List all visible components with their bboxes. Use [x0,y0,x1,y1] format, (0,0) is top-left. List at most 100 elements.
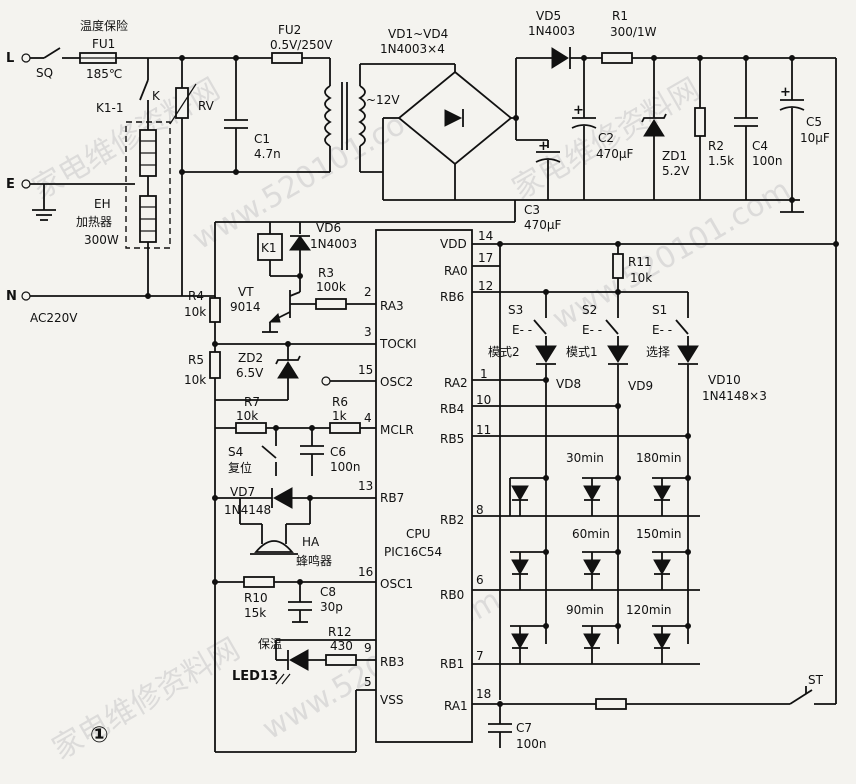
vd8-label: VD8 [556,377,581,391]
diode-vd8 [535,345,557,363]
pin-name: RA2 [444,376,468,390]
vt-label: VT [238,285,254,299]
sensor-st: ST C7 100n [472,673,837,751]
r1-value: 300/1W [610,25,657,39]
pin-name: RA0 [444,264,468,278]
c6-label: C6 [330,445,346,459]
pin-name: RB6 [440,290,464,304]
pin-num: 13 [358,479,373,493]
vd7-label: VD7 [230,485,255,499]
led-row1 [509,475,691,516]
resistor-r10 [243,576,275,588]
c8-label: C8 [320,585,336,599]
pin-num: 1 [480,367,488,381]
resistor-r11 [612,253,624,279]
pin-name: RB1 [440,657,464,671]
fuse-fu2 [271,52,303,64]
s1-label: S1 [652,303,667,317]
eh-label: EH [94,197,111,211]
pin-num: 11 [476,423,491,437]
pin-num: 6 [476,573,484,587]
c1-value: 4.7n [254,147,281,161]
cpu-body [375,229,473,743]
c4-value: 100n [752,154,783,168]
pin-num: 9 [364,641,372,655]
r11-value: 10k [630,271,652,285]
switch-sq [43,47,61,59]
led-row2 [510,549,691,590]
r6-label: R6 [332,395,348,409]
cpu-chip: CPU PIC16C54 RA3 2 TOCKI 3 OSC2 15 MCLR … [358,229,493,743]
c2-value: 470μF [596,147,634,161]
watermark: 家电维修资料网 [47,632,246,767]
c7-value: 100n [516,737,547,751]
pin-num: 18 [476,687,491,701]
c5-value: 10μF [800,131,830,145]
vd1-4-value: 1N4003×4 [380,42,445,56]
svg-text:E- -: E- - [512,323,532,337]
indicator-led-150min [653,559,671,576]
temp-switch-st [789,689,813,705]
resistor-r2 [694,107,706,137]
vd10-value: 1N4148×3 [702,389,767,403]
vd6-label: VD6 [316,221,341,235]
zd1-label: ZD1 [662,149,687,163]
left-pins: RA3 2 TOCKI 3 OSC2 15 MCLR 4 RB7 13 OSC1… [358,285,417,707]
pin-num: 10 [476,393,491,407]
varistor-rv [175,87,189,119]
diode-vd6 [289,235,311,251]
vd1-4-label: VD1~VD4 [388,27,448,41]
r7-label: R7 [244,395,260,409]
diode-vd10 [677,345,699,363]
r10-label: R10 [244,591,268,605]
pin-num: 5 [364,675,372,689]
pin-name: RB5 [440,432,464,446]
s2-label: S2 [582,303,597,317]
buzzer-label: 蜂鸣器 [296,553,332,568]
terminal-L [21,53,31,63]
vd7-value: 1N4148 [224,503,271,517]
terminal-E-label: E [6,177,15,192]
r10-value: 15k [244,606,266,620]
heater-label: 加热器 [76,215,112,229]
r3-label: R3 [318,266,334,280]
pin-num: 4 [364,411,372,425]
mains-input: L SQ 温度保险 FU1 185℃ E N AC220V [6,18,272,325]
diode-vd7 [272,487,293,509]
led13-label: LED13 [232,669,278,684]
pin-num: 12 [478,279,493,293]
relay-driver: K1 VD6 1N4003 VT 9014 R3 100k R4 10k [184,200,516,401]
led-label: 30min [566,451,604,465]
c4-label: C4 [752,139,768,153]
resistor-r4 [209,297,221,323]
bridge-diode-symbol [444,109,463,127]
key-s1[interactable] [675,319,689,335]
indicator-led [511,633,529,650]
mode1-label: 模式1 [566,345,598,359]
diode-vd9 [607,345,629,363]
pin-name: RB0 [440,588,464,602]
resistor-r7 [235,422,267,434]
reset-circuit: R7 10k R6 1k S4 复位 C6 100n [214,395,376,752]
transformer-secondary [358,85,366,147]
c8-value: 30p [320,600,343,614]
r3-value: 100k [316,280,346,294]
resistor-r12 [325,654,357,666]
led-led13 [288,649,309,671]
led-matrix: 30min 180min 60min 150min 90min 120min [472,451,700,665]
relay-contact-k1-1 [139,79,149,101]
r12-value: 430 [330,639,353,653]
r7-value: 10k [236,409,258,423]
oscillator: R10 15k C8 30p [212,576,376,623]
pin-num: 15 [358,363,373,377]
heater-section: K1-1 K EH 加热器 300W [76,58,171,299]
key-s3[interactable] [533,319,547,335]
figure-number: ① [90,723,109,748]
cpu-label: CPU [406,527,430,541]
st-label: ST [808,673,824,687]
sq-label: SQ [36,66,53,80]
relay-coil-k1 [257,233,283,261]
pin-name: TOCKI [379,337,417,351]
pin-name: VDD [440,237,467,251]
key-s2[interactable] [605,319,619,335]
